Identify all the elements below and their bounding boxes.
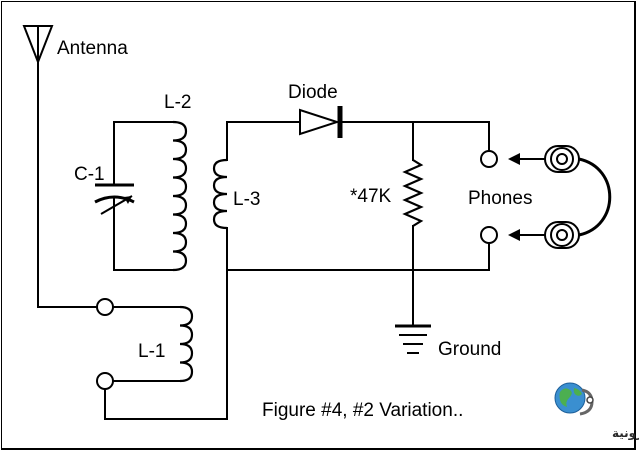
ground-label: Ground: [438, 339, 501, 360]
l1-bottom-terminal: [96, 372, 114, 390]
antenna-label: Antenna: [57, 38, 128, 59]
globe-logo-icon: [554, 382, 594, 416]
variable-capacitor-icon: [94, 183, 135, 215]
headphone-plugs-icon: [508, 145, 612, 249]
bottom-rail: [226, 242, 490, 271]
phones-bottom-terminal: [480, 226, 498, 244]
diode-icon: [299, 106, 343, 138]
top-output-rail: [339, 121, 490, 153]
l2-coil-icon: [172, 120, 188, 272]
phones-label: Phones: [468, 188, 532, 209]
ground-icon: [395, 324, 431, 354]
watermark-text: القرية الالكترونية: [612, 426, 639, 441]
resistor-label: *47K: [350, 186, 392, 207]
diode-label: Diode: [288, 82, 338, 103]
c1-label: C-1: [74, 164, 105, 185]
l2-label: L-2: [164, 92, 191, 113]
l1-label: L-1: [138, 341, 165, 362]
phones-top-terminal: [480, 150, 498, 168]
resistor-icon: [402, 159, 424, 227]
antenna-lead-wire: [37, 61, 103, 308]
l1-return-wire: [104, 269, 228, 420]
l1-coil-icon: [179, 305, 194, 383]
tank-bottom-wire: [113, 198, 174, 271]
l3-label: L-3: [233, 189, 260, 210]
figure-caption: Figure #4, #2 Variation..: [262, 400, 463, 421]
antenna-icon: [22, 25, 54, 65]
l1-top-terminal: [96, 298, 114, 316]
l3-coil-icon: [212, 158, 228, 230]
